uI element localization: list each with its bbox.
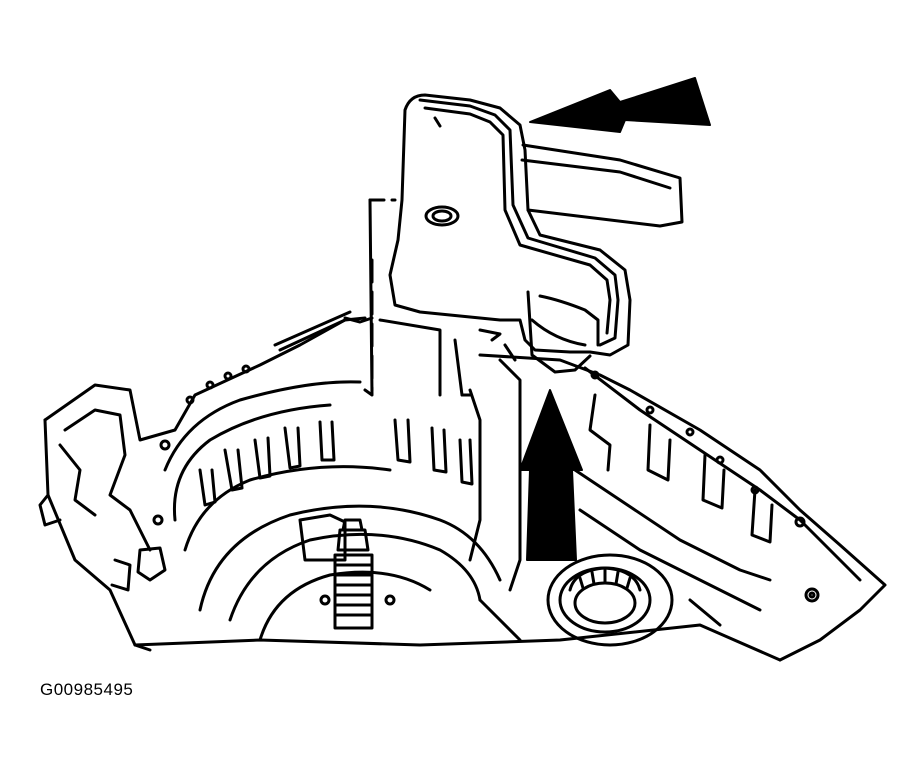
arrow-up-icon [519, 389, 583, 561]
removal-arrow-left [529, 77, 711, 133]
removal-arrow-up [519, 389, 583, 561]
transmission-case [38, 316, 887, 662]
figure-id-label: G00985495 [40, 680, 134, 699]
oil-screen-filter [388, 93, 684, 374]
bearing-seal [546, 553, 674, 647]
pump-assembly [273, 198, 517, 397]
pinion-shaft [333, 518, 374, 630]
double-arrow-left-icon [529, 77, 711, 133]
